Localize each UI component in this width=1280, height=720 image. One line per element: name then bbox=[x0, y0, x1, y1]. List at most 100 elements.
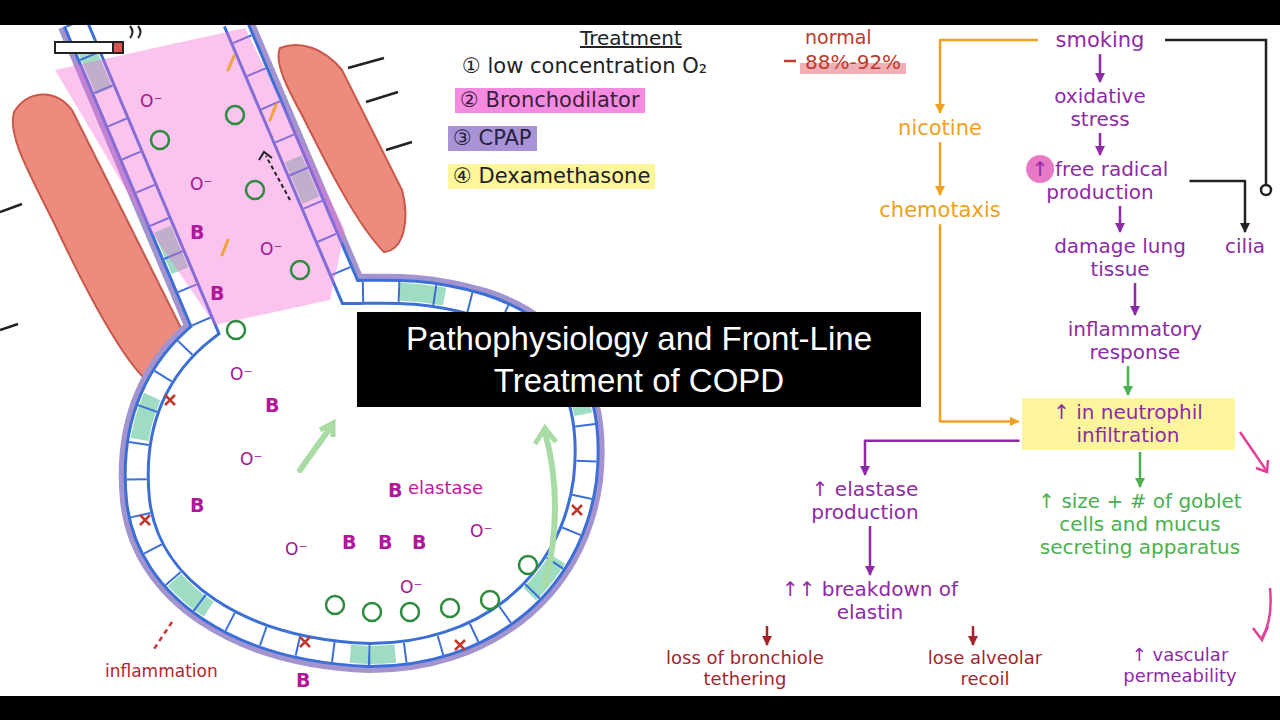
neutrophil bbox=[326, 596, 344, 614]
neutrophil bbox=[363, 603, 381, 621]
treatment-item: ① low concentration O₂ bbox=[462, 55, 707, 78]
cell-marker: B bbox=[388, 480, 402, 501]
cell-marker: B bbox=[342, 532, 356, 553]
process-node: ↑ free radical production bbox=[1013, 158, 1188, 204]
side-arrow bbox=[1240, 432, 1266, 470]
neutrophil bbox=[519, 556, 537, 574]
neutrophil bbox=[226, 106, 244, 124]
range-dash bbox=[784, 60, 796, 63]
treatment-item: ② Bronchodilator bbox=[455, 88, 645, 113]
connector-arrow bbox=[1134, 283, 1137, 315]
dash-mark bbox=[386, 142, 412, 150]
node-text: oxidative stress bbox=[1030, 85, 1170, 131]
connector-arrow bbox=[972, 626, 975, 645]
process-node: nicotine bbox=[880, 116, 1000, 140]
radical-marker: O⁻ bbox=[470, 522, 492, 541]
cell-marker: B bbox=[296, 670, 310, 691]
node-text: damage lung tissue bbox=[1045, 235, 1195, 281]
note: normal bbox=[805, 27, 872, 48]
title-text: Pathophysiology and Front-Line Treatment… bbox=[367, 318, 911, 401]
smoke bbox=[130, 26, 141, 38]
damage-mark bbox=[140, 515, 150, 525]
cigarette bbox=[55, 42, 113, 53]
flow-arrow bbox=[300, 428, 330, 470]
cell-marker: B bbox=[265, 395, 279, 416]
node-text: nicotine bbox=[880, 116, 1000, 140]
branch-end bbox=[1261, 185, 1271, 195]
cell-marker: B bbox=[378, 532, 392, 553]
node-text: ↑ elastase production bbox=[775, 478, 955, 524]
title-banner: Pathophysiology and Front-Line Treatment… bbox=[357, 312, 921, 407]
node-text: ↑ vascular permeability bbox=[1085, 645, 1275, 686]
connector-arrow bbox=[939, 142, 942, 195]
node-text: loss of bronchiole tethering bbox=[635, 648, 855, 689]
treatment-item: ④ Dexamethasone bbox=[448, 164, 655, 189]
inflammation-leader bbox=[152, 622, 172, 652]
neutrophil bbox=[151, 131, 169, 149]
neutrophil bbox=[481, 591, 499, 609]
process-node: ↑↑ breakdown of elastin bbox=[755, 578, 985, 624]
dash-mark bbox=[366, 92, 398, 102]
process-node: ↑ elastase production bbox=[775, 478, 955, 524]
connector-arrow bbox=[1099, 54, 1102, 82]
connector-arrow bbox=[1190, 181, 1246, 232]
dash-mark bbox=[348, 58, 384, 68]
flow-arrowhead bbox=[535, 428, 556, 444]
connector-arrow bbox=[1127, 366, 1130, 395]
node-text: chemotaxis bbox=[870, 198, 1010, 222]
radical-marker: O⁻ bbox=[285, 540, 307, 559]
connector-arrow bbox=[1139, 452, 1142, 487]
cell-marker: B bbox=[210, 283, 224, 304]
radical-marker: O⁻ bbox=[140, 92, 162, 111]
enzyme-label: elastase bbox=[408, 478, 483, 498]
letterbox-bar bbox=[0, 0, 1280, 25]
radical-marker: O⁻ bbox=[230, 365, 252, 384]
damage-mark bbox=[455, 640, 465, 650]
node-text: lose alveolar recoil bbox=[905, 648, 1065, 689]
section-heading: Treatment bbox=[580, 27, 682, 49]
node-text: smoking bbox=[1040, 28, 1160, 52]
process-node: chemotaxis bbox=[870, 198, 1010, 222]
radical-marker: O⁻ bbox=[240, 450, 262, 469]
cause-node: smoking bbox=[1040, 28, 1160, 52]
cell-marker: B bbox=[190, 222, 204, 243]
inflammation-shading bbox=[55, 28, 345, 325]
connector-arrow bbox=[869, 526, 872, 575]
part-label: inflammation bbox=[105, 662, 218, 681]
cell-marker: B bbox=[412, 532, 426, 553]
process-node: damage lung tissue bbox=[1045, 235, 1195, 281]
radical-marker: O⁻ bbox=[260, 240, 282, 259]
outcome-node: loss of bronchiole tethering bbox=[635, 648, 855, 689]
process-node: inflammatory response bbox=[1035, 318, 1235, 364]
dash-mark bbox=[0, 204, 22, 212]
radical-marker: O⁻ bbox=[190, 175, 212, 194]
node-text: ↑ size + # of goblet cells and mucus sec… bbox=[1038, 490, 1243, 559]
target-range: 88%-92% bbox=[800, 50, 906, 74]
connector-arrow bbox=[940, 40, 1038, 113]
connector-arrow bbox=[1099, 133, 1102, 155]
connector-arrow bbox=[766, 626, 769, 645]
connector-arrow bbox=[940, 224, 1019, 421]
node-text: ↑ free radical production bbox=[1013, 158, 1188, 204]
highlight-box: ↑ in neutrophil infiltration bbox=[1022, 398, 1235, 450]
migration-arrow bbox=[266, 156, 290, 200]
connector-arrow bbox=[865, 441, 1020, 475]
neutrophil bbox=[291, 261, 309, 279]
radical-marker: O⁻ bbox=[400, 578, 422, 597]
process-node: ↑ size + # of goblet cells and mucus sec… bbox=[1038, 490, 1243, 559]
neutrophil bbox=[246, 181, 264, 199]
damage-mark bbox=[572, 505, 582, 515]
nicotine-mark bbox=[228, 56, 234, 70]
connector-arrow bbox=[1119, 206, 1122, 232]
process-node: oxidative stress bbox=[1030, 85, 1170, 131]
neutrophil bbox=[227, 321, 245, 339]
migration-arrowhead bbox=[259, 152, 272, 160]
neutrophil bbox=[401, 603, 419, 621]
smoking-branch bbox=[1165, 40, 1266, 184]
nicotine-mark bbox=[270, 105, 276, 120]
treatment-item: ③ CPAP bbox=[448, 126, 537, 151]
letterbox-bar bbox=[0, 696, 1280, 720]
cell-marker: B bbox=[190, 495, 204, 516]
cigarette-tip bbox=[113, 42, 123, 53]
